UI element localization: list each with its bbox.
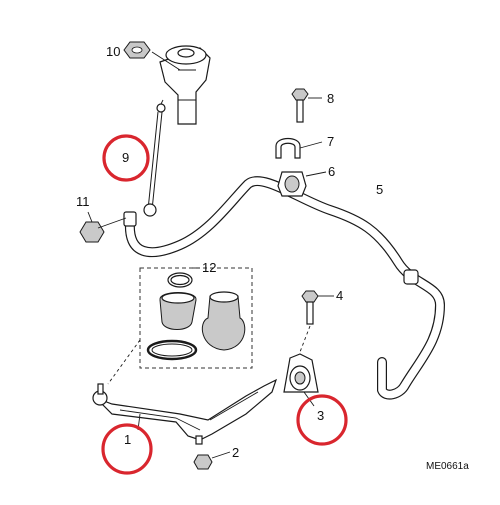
item-11-nut [79,211,127,243]
callout-12: 12 [202,260,216,275]
callout-labels: 10 8 7 6 5 9 11 12 4 3 1 2 [76,44,383,460]
callout-9: 9 [122,150,129,165]
callout-11: 11 [76,194,90,209]
item-12-kit [107,267,253,385]
item-1-lower-arm [92,378,278,445]
callout-4: 4 [336,288,343,303]
item-8-bolt [291,88,322,123]
item-5-anti-roll-bar [123,176,446,400]
item-2-nut [193,451,231,470]
strut-assembly [159,45,211,125]
highlight-circle-1 [101,423,153,475]
highlight-circle-9 [102,134,150,182]
figure-reference-code: ME0661a [426,461,469,472]
item-6-bush [277,171,327,197]
item-7-clamp [275,137,323,159]
callout-1: 1 [124,432,131,447]
callout-6: 6 [328,164,335,179]
callout-3: 3 [317,408,324,423]
callout-8: 8 [327,91,334,106]
callout-10: 10 [106,44,120,59]
callout-2: 2 [232,445,239,460]
callout-7: 7 [327,134,334,149]
callout-5: 5 [376,182,383,197]
item-4-bolt [299,290,334,353]
highlight-circles [101,134,348,475]
item-9-drop-link [143,99,166,217]
highlight-circle-3 [296,394,348,446]
item-10-nut [123,41,181,71]
item-3-mount [283,353,319,407]
